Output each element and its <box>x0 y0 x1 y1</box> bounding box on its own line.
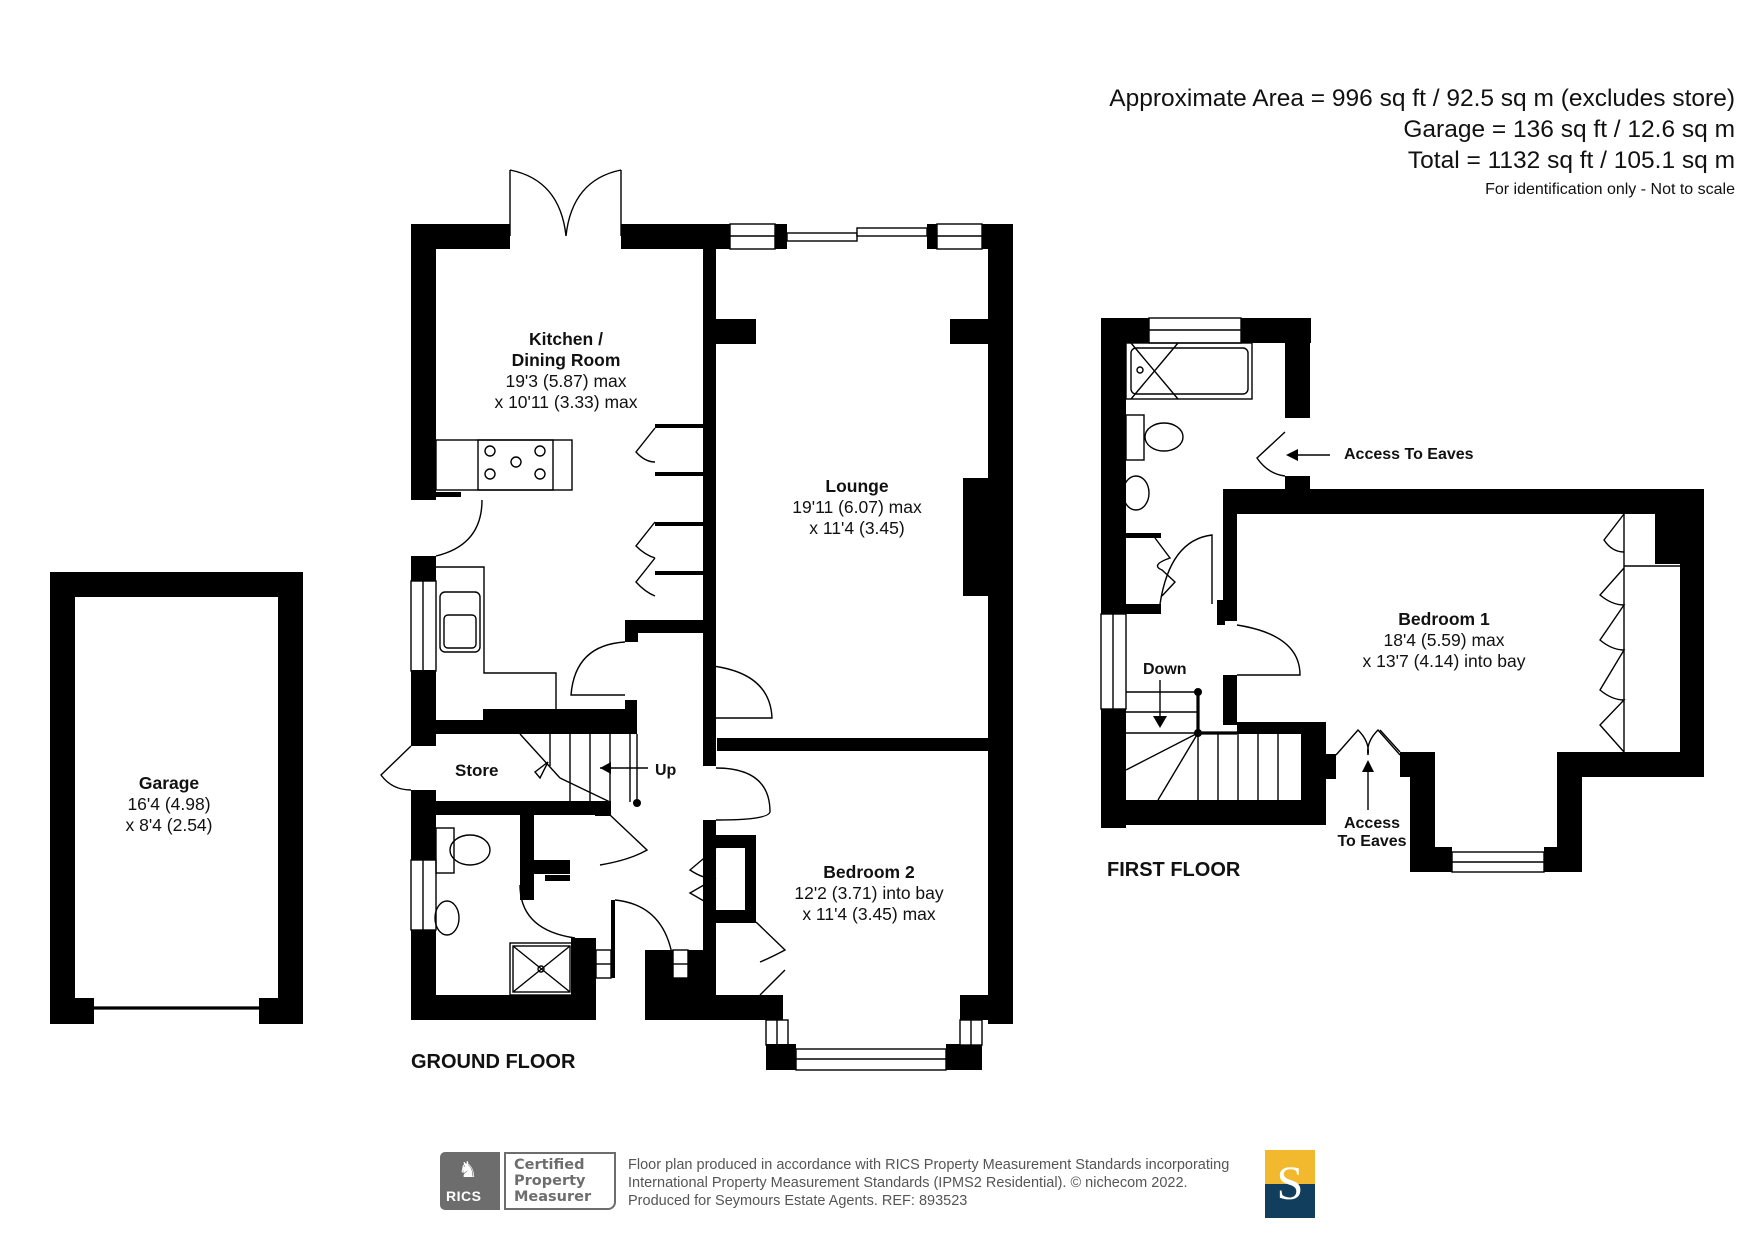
stairs-down-label: Down <box>1143 661 1187 678</box>
total-area: Total = 1132 sq ft / 105.1 sq m <box>1407 147 1735 174</box>
seymours-logo: S <box>1265 1150 1315 1218</box>
room-kitchen-dining: Kitchen / Dining Room 19'3 (5.87) max x … <box>494 329 638 412</box>
access-to-eaves-label-top: Access To Eaves <box>1344 446 1474 463</box>
room-bedroom-2: Bedroom 2 12'2 (3.71) into bay x 11'4 (3… <box>794 862 944 924</box>
garage-area: Garage = 136 sq ft / 12.6 sq m <box>1403 116 1735 143</box>
area-summary: Approximate Area = 996 sq ft / 92.5 sq m… <box>1109 83 1735 201</box>
footer-disclaimer: Floor plan produced in accordance with R… <box>628 1157 1230 1209</box>
garage-walls <box>50 572 303 1024</box>
rics-wordmark: RICS <box>446 1188 482 1204</box>
stairs-up-label: Up <box>655 762 677 779</box>
first-floor-walls <box>1100 317 1704 873</box>
approximate-area: Approximate Area = 996 sq ft / 92.5 sq m… <box>1109 85 1735 112</box>
ground-floor-walls <box>410 223 1013 1071</box>
room-store: Store <box>455 761 499 780</box>
room-lounge: Lounge 19'11 (6.07) max x 11'4 (3.45) <box>792 476 922 538</box>
first-floor-fixtures <box>1122 342 1680 810</box>
logo-letter: S <box>1276 1157 1304 1210</box>
room-garage: Garage 16'4 (4.98) x 8'4 (2.54) <box>125 773 213 835</box>
stairs-up <box>519 733 648 807</box>
ground-floor-title: GROUND FLOOR <box>411 1051 576 1073</box>
rics-lion-icon: ♞ <box>458 1157 478 1182</box>
room-bedroom-1: Bedroom 1 18'4 (5.59) max x 13'7 (4.14) … <box>1362 609 1526 671</box>
access-to-eaves-label-bottom: Access To Eaves <box>1337 815 1407 850</box>
first-floor-title: FIRST FLOOR <box>1107 859 1241 881</box>
rics-certified-badge: ♞ RICS Certified Property Measurer <box>440 1152 616 1210</box>
scale-disclaimer: For identification only - Not to scale <box>1485 181 1735 198</box>
stairs-down <box>1125 680 1279 801</box>
ground-floor-fixtures <box>380 169 787 996</box>
